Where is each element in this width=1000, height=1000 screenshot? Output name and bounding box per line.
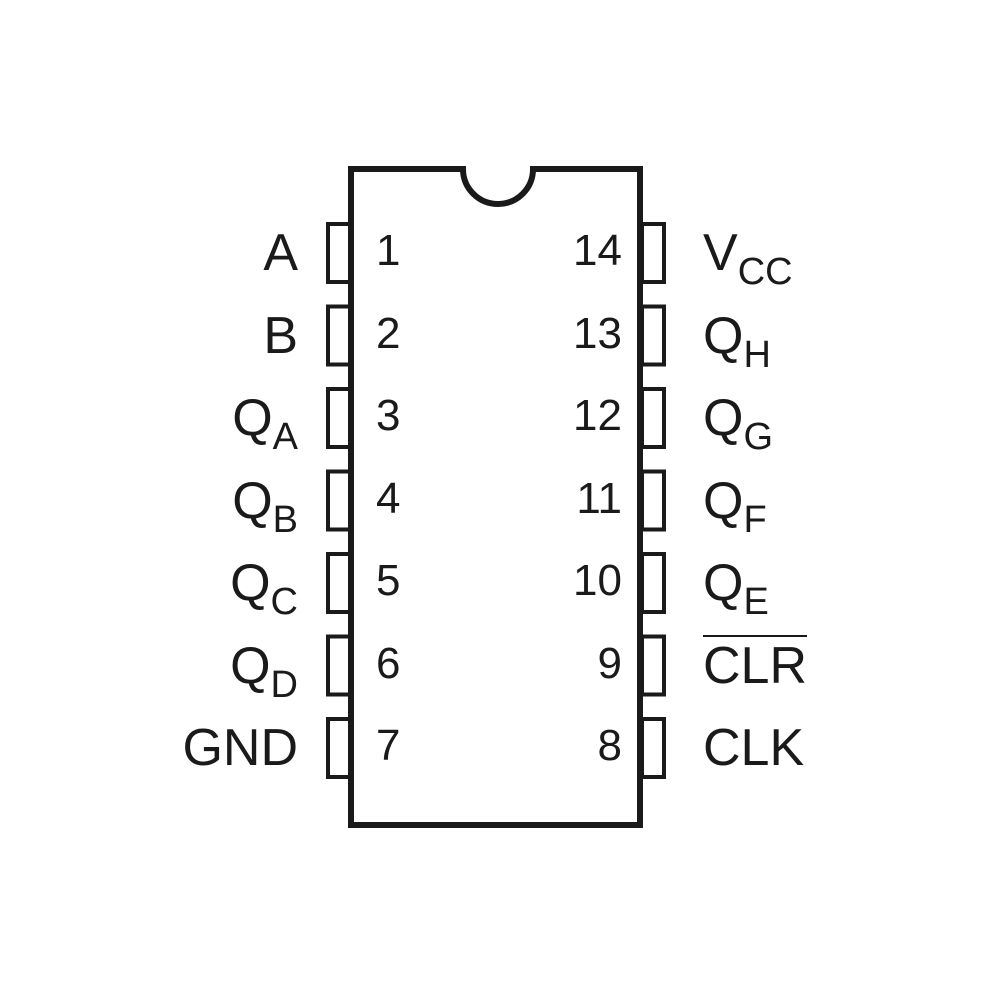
pin-number-12: 12 (573, 391, 622, 440)
pin-label-main: CLK (703, 719, 805, 777)
pin-label-main: Q (230, 636, 271, 695)
right-pin-10 (640, 552, 666, 614)
pin-number-8: 8 (597, 721, 622, 770)
pin-label-main: B (263, 306, 298, 365)
pin-label-13: QH (703, 306, 771, 374)
pin-label-main: GND (182, 719, 298, 777)
pin-number-4: 4 (376, 473, 401, 523)
pin-number-3: 3 (376, 391, 401, 440)
pin-label-main: Q (703, 471, 744, 530)
pin-number-11: 11 (576, 473, 622, 523)
pin-number-7: 7 (376, 721, 401, 770)
pin-label-subscript: F (743, 498, 767, 541)
pin-label-subscript: C (270, 581, 298, 623)
pin-label-10: QE (703, 553, 769, 621)
right-pin-8 (640, 717, 666, 779)
pin-label-subscript: A (272, 416, 298, 458)
pin-label-main: V (703, 224, 738, 282)
pin-label-main: Q (703, 554, 744, 612)
pin-label-main: Q (703, 306, 744, 365)
pin-label-subscript: H (743, 333, 771, 376)
pin-label-main: Q (232, 389, 273, 447)
left-pin-5 (326, 552, 352, 614)
pin-label-12: QG (703, 388, 773, 456)
pin-label-2: B (263, 306, 298, 366)
right-pin-11 (640, 469, 666, 532)
left-pin-1 (326, 222, 352, 284)
left-pin-4 (326, 469, 352, 532)
pin-label-subscript: G (743, 416, 774, 458)
pin-label-14: VCC (703, 223, 793, 291)
pin-label-subscript: D (270, 663, 298, 706)
pin-label-main: Q (230, 554, 271, 612)
pin-label-main: Q (703, 389, 744, 447)
pin-number-10: 10 (573, 556, 622, 605)
pin-number-13: 13 (573, 308, 622, 358)
right-pin-13 (640, 304, 666, 367)
pin-number-5: 5 (376, 556, 401, 605)
pin-label-subscript: E (743, 581, 769, 623)
pin-number-2: 2 (376, 308, 401, 358)
pin-label-main: A (263, 224, 298, 282)
left-pin-3 (326, 387, 352, 449)
pin-label-8: CLK (703, 718, 804, 778)
right-pin-9 (640, 634, 666, 697)
pin-label-6: QD (230, 636, 298, 704)
pin-label-7: GND (182, 718, 298, 778)
pin-label-3: QA (232, 388, 298, 456)
pin-number-9: 9 (597, 638, 622, 688)
right-pin-12 (640, 387, 666, 449)
pin-number-1: 1 (376, 226, 401, 275)
pin-label-9: CLR (703, 636, 807, 696)
pin-number-6: 6 (376, 638, 401, 688)
pin-label-5: QC (230, 553, 298, 621)
pin-label-subscript: CC (737, 251, 793, 293)
right-pin-14 (640, 222, 666, 284)
pin-label-1: A (263, 223, 298, 283)
chip-body (348, 166, 643, 828)
pin-label-main: CLR (703, 636, 808, 695)
pin-label-main: Q (232, 471, 273, 530)
left-pin-2 (326, 304, 352, 367)
left-pin-7 (326, 717, 352, 779)
pin-label-subscript: B (272, 498, 298, 541)
pin-number-14: 14 (573, 226, 622, 275)
pin-label-11: QF (703, 471, 767, 539)
pin-label-4: QB (232, 471, 298, 539)
left-pin-6 (326, 634, 352, 697)
